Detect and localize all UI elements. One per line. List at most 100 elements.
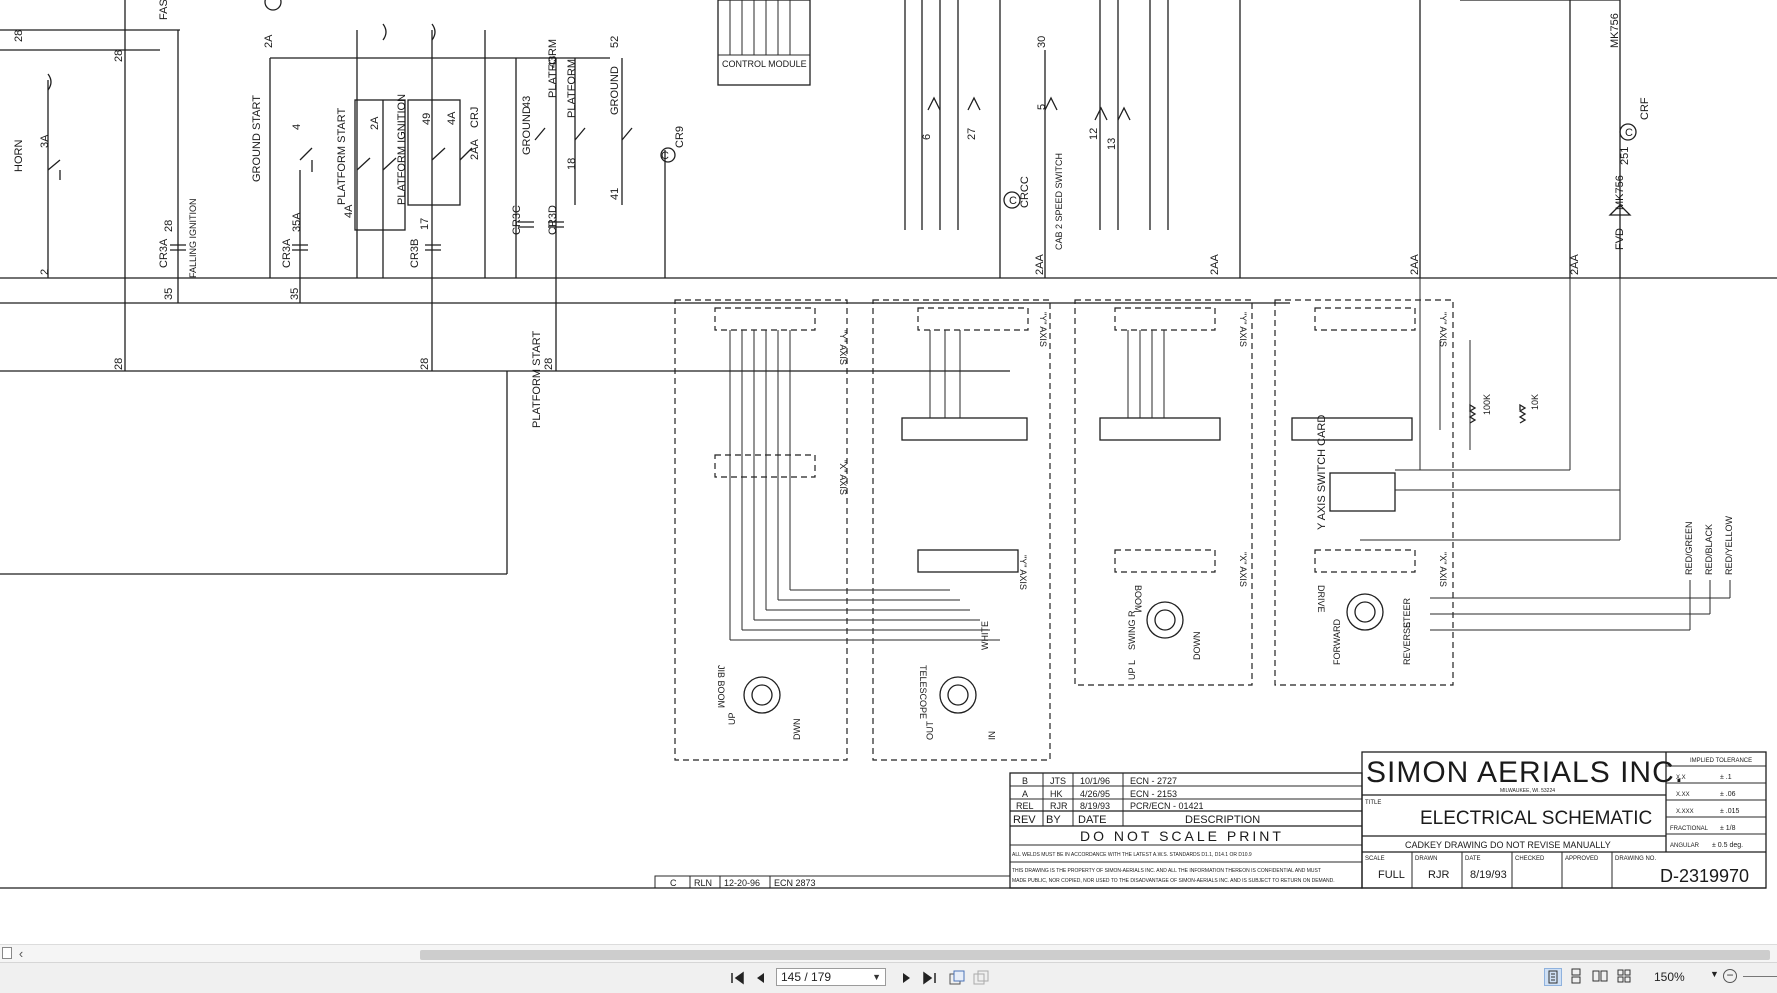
circle-marker-crf: C (1625, 127, 1633, 139)
zoom-slider[interactable] (1743, 976, 1777, 977)
revision-block: B JTS 10/1/96 ECN - 2727 A HK 4/26/95 EC… (1009, 772, 1363, 889)
label-platform-ignition: PLATFORM IGNITION (396, 94, 408, 205)
label-13: 13 (1106, 138, 1118, 150)
tol-row-0-k: X.X (1676, 775, 1686, 781)
viewer-statusbar: 145 / 179 ▼ 150% ▼ − (0, 962, 1777, 993)
rev-row-1-date: 4/26/95 (1080, 789, 1110, 799)
export-button[interactable] (948, 969, 966, 987)
label-jib-boom: JIB BOOM (716, 665, 726, 708)
circle-marker-crcc: C (1009, 195, 1017, 207)
next-page-button[interactable] (897, 969, 915, 987)
label-y-axis-2b: "Y" AXIS (1018, 555, 1028, 590)
first-page-icon (731, 971, 744, 985)
rev-header-desc: DESCRIPTION (1185, 814, 1260, 826)
label-35a: 35A (291, 212, 303, 232)
cad-note: CADKEY DRAWING DO NOT REVISE MANUALLY (1405, 840, 1611, 850)
scroll-track[interactable] (30, 950, 1770, 960)
label-12: 12 (1088, 128, 1100, 140)
zoom-value[interactable]: 150% (1654, 970, 1685, 984)
label-cr9: CR9 (674, 126, 686, 148)
schematic-canvas[interactable]: C HORN 3A 2 28 28 28 FAST CR3A 35 28 FAL… (0, 0, 1777, 944)
label-mk756-a: MK756 (1609, 13, 1621, 48)
prev-row-date: 12-20-96 (724, 878, 760, 888)
label-43-b: 43 (547, 56, 559, 68)
copy-button[interactable] (972, 969, 990, 987)
rev-row-1-by: HK (1050, 789, 1063, 799)
label-30: 30 (1036, 36, 1048, 48)
rev-header-rev: REV (1013, 814, 1036, 826)
weld-note: ALL WELDS MUST BE IN ACCORDANCE WITH THE… (1012, 852, 1252, 858)
last-page-button[interactable] (921, 969, 939, 987)
label-5: 5 (1036, 104, 1048, 110)
label-cr3d: CR3D (547, 205, 559, 235)
label-up-1: UP (727, 712, 737, 725)
label-2aa-a: 2AA (1034, 254, 1046, 275)
rev-header-date: DATE (1078, 814, 1107, 826)
next-page-icon (903, 973, 910, 983)
label-17: 17 (419, 218, 431, 230)
label-platform-a: PLATFORM (547, 39, 559, 98)
label-fast: FAST (158, 0, 170, 20)
label-x-axis-1: "X" AXIS (838, 460, 848, 495)
date-label: DATE (1465, 856, 1481, 862)
scroll-left-icon[interactable]: ‹ (18, 946, 24, 961)
label-6: 6 (921, 134, 933, 140)
facing-pages-icon (1592, 970, 1608, 982)
scroll-thumb[interactable] (420, 950, 1770, 960)
label-2aa-d: 2AA (1569, 254, 1581, 275)
first-page-button[interactable] (728, 969, 746, 987)
rev-row-1-rev: A (1022, 789, 1028, 799)
label-28-c: 28 (163, 220, 175, 232)
label-28-mid: 28 (113, 50, 125, 62)
rev-row-2-date: 8/19/93 (1080, 801, 1110, 811)
chevron-down-icon: ▼ (872, 972, 881, 982)
facing-view-button[interactable] (1592, 968, 1610, 986)
label-2aa-c: 2AA (1409, 254, 1421, 275)
tol-row-1-k: X.XX (1676, 792, 1690, 798)
property-note-2: MADE PUBLIC, NOR COPIED, NOR USED TO THE… (1012, 878, 1335, 884)
label-fvd: FVD (1614, 228, 1626, 250)
zoom-out-button[interactable]: − (1723, 969, 1737, 983)
label-crf: CRF (1639, 97, 1651, 120)
continuous-facing-icon (1617, 969, 1631, 983)
label-28-top: 28 (13, 30, 25, 42)
panel-drive: "Y" AXIS "X" AXIS Y AXIS SWITCH CARD DRI… (1274, 278, 1734, 686)
circle-marker-c: C (661, 150, 669, 162)
label-boom: BOOM (1133, 585, 1143, 613)
label-2aa-crj: 2AA (469, 139, 481, 160)
left-circuit: C HORN 3A 2 28 28 28 FAST CR3A 35 28 FAL… (0, 0, 1777, 575)
label-4: 4 (291, 124, 303, 130)
company-name: SIMON AERIALS INC. (1366, 756, 1684, 789)
label-cab-2-speed: CAB 2 SPEED SWITCH (1054, 153, 1064, 250)
tol-row-4-v: ± 0.5 deg. (1712, 842, 1743, 849)
zoom-dropdown-icon[interactable]: ▼ (1710, 969, 1719, 979)
company-address: MILWAUKEE, WI. 53224 (1500, 788, 1555, 794)
label-x-axis-3: "X" AXIS (1238, 552, 1248, 587)
continuous-view-button[interactable] (1568, 968, 1586, 986)
label-mk756-b: MK756 (1614, 175, 1626, 210)
label-x-axis-4: "X" AXIS (1438, 552, 1448, 587)
label-up-3: UP (1127, 667, 1137, 680)
single-page-view-button[interactable] (1544, 968, 1562, 986)
corner-checkbox[interactable] (2, 947, 12, 959)
electrical-schematic: C HORN 3A 2 28 28 28 FAST CR3A 35 28 FAL… (0, 0, 1777, 889)
control-module: CONTROL MODULE (717, 0, 811, 86)
label-dwn: DWN (792, 719, 802, 741)
label-ground: GROUND (521, 106, 533, 155)
rev-row-0-desc: ECN - 2727 (1130, 776, 1177, 786)
horizontal-scrollbar[interactable]: ‹ (0, 944, 1777, 963)
label-platform-start-bottom: PLATFORM START (531, 331, 543, 428)
label-white: WHITE (980, 621, 990, 650)
prev-sheet-row: C RLN 12-20-96 ECN 2873 (654, 875, 1011, 889)
label-forward: FORWARD (1332, 619, 1342, 665)
label-100k: 100K (1482, 394, 1492, 415)
property-note-1: THIS DRAWING IS THE PROPERTY OF SIMON-AE… (1012, 868, 1321, 874)
page-number-select[interactable]: 145 / 179 ▼ (776, 968, 886, 986)
prev-row-by: RLN (694, 878, 712, 888)
tol-row-3-k: FRACTIONAL (1670, 826, 1709, 832)
prev-page-button[interactable] (752, 969, 770, 987)
continuous-facing-view-button[interactable] (1616, 968, 1634, 986)
label-cr3b: CR3B (409, 239, 421, 268)
label-reverse: REVERSE (1402, 622, 1412, 665)
rev-row-2-by: RJR (1050, 801, 1068, 811)
